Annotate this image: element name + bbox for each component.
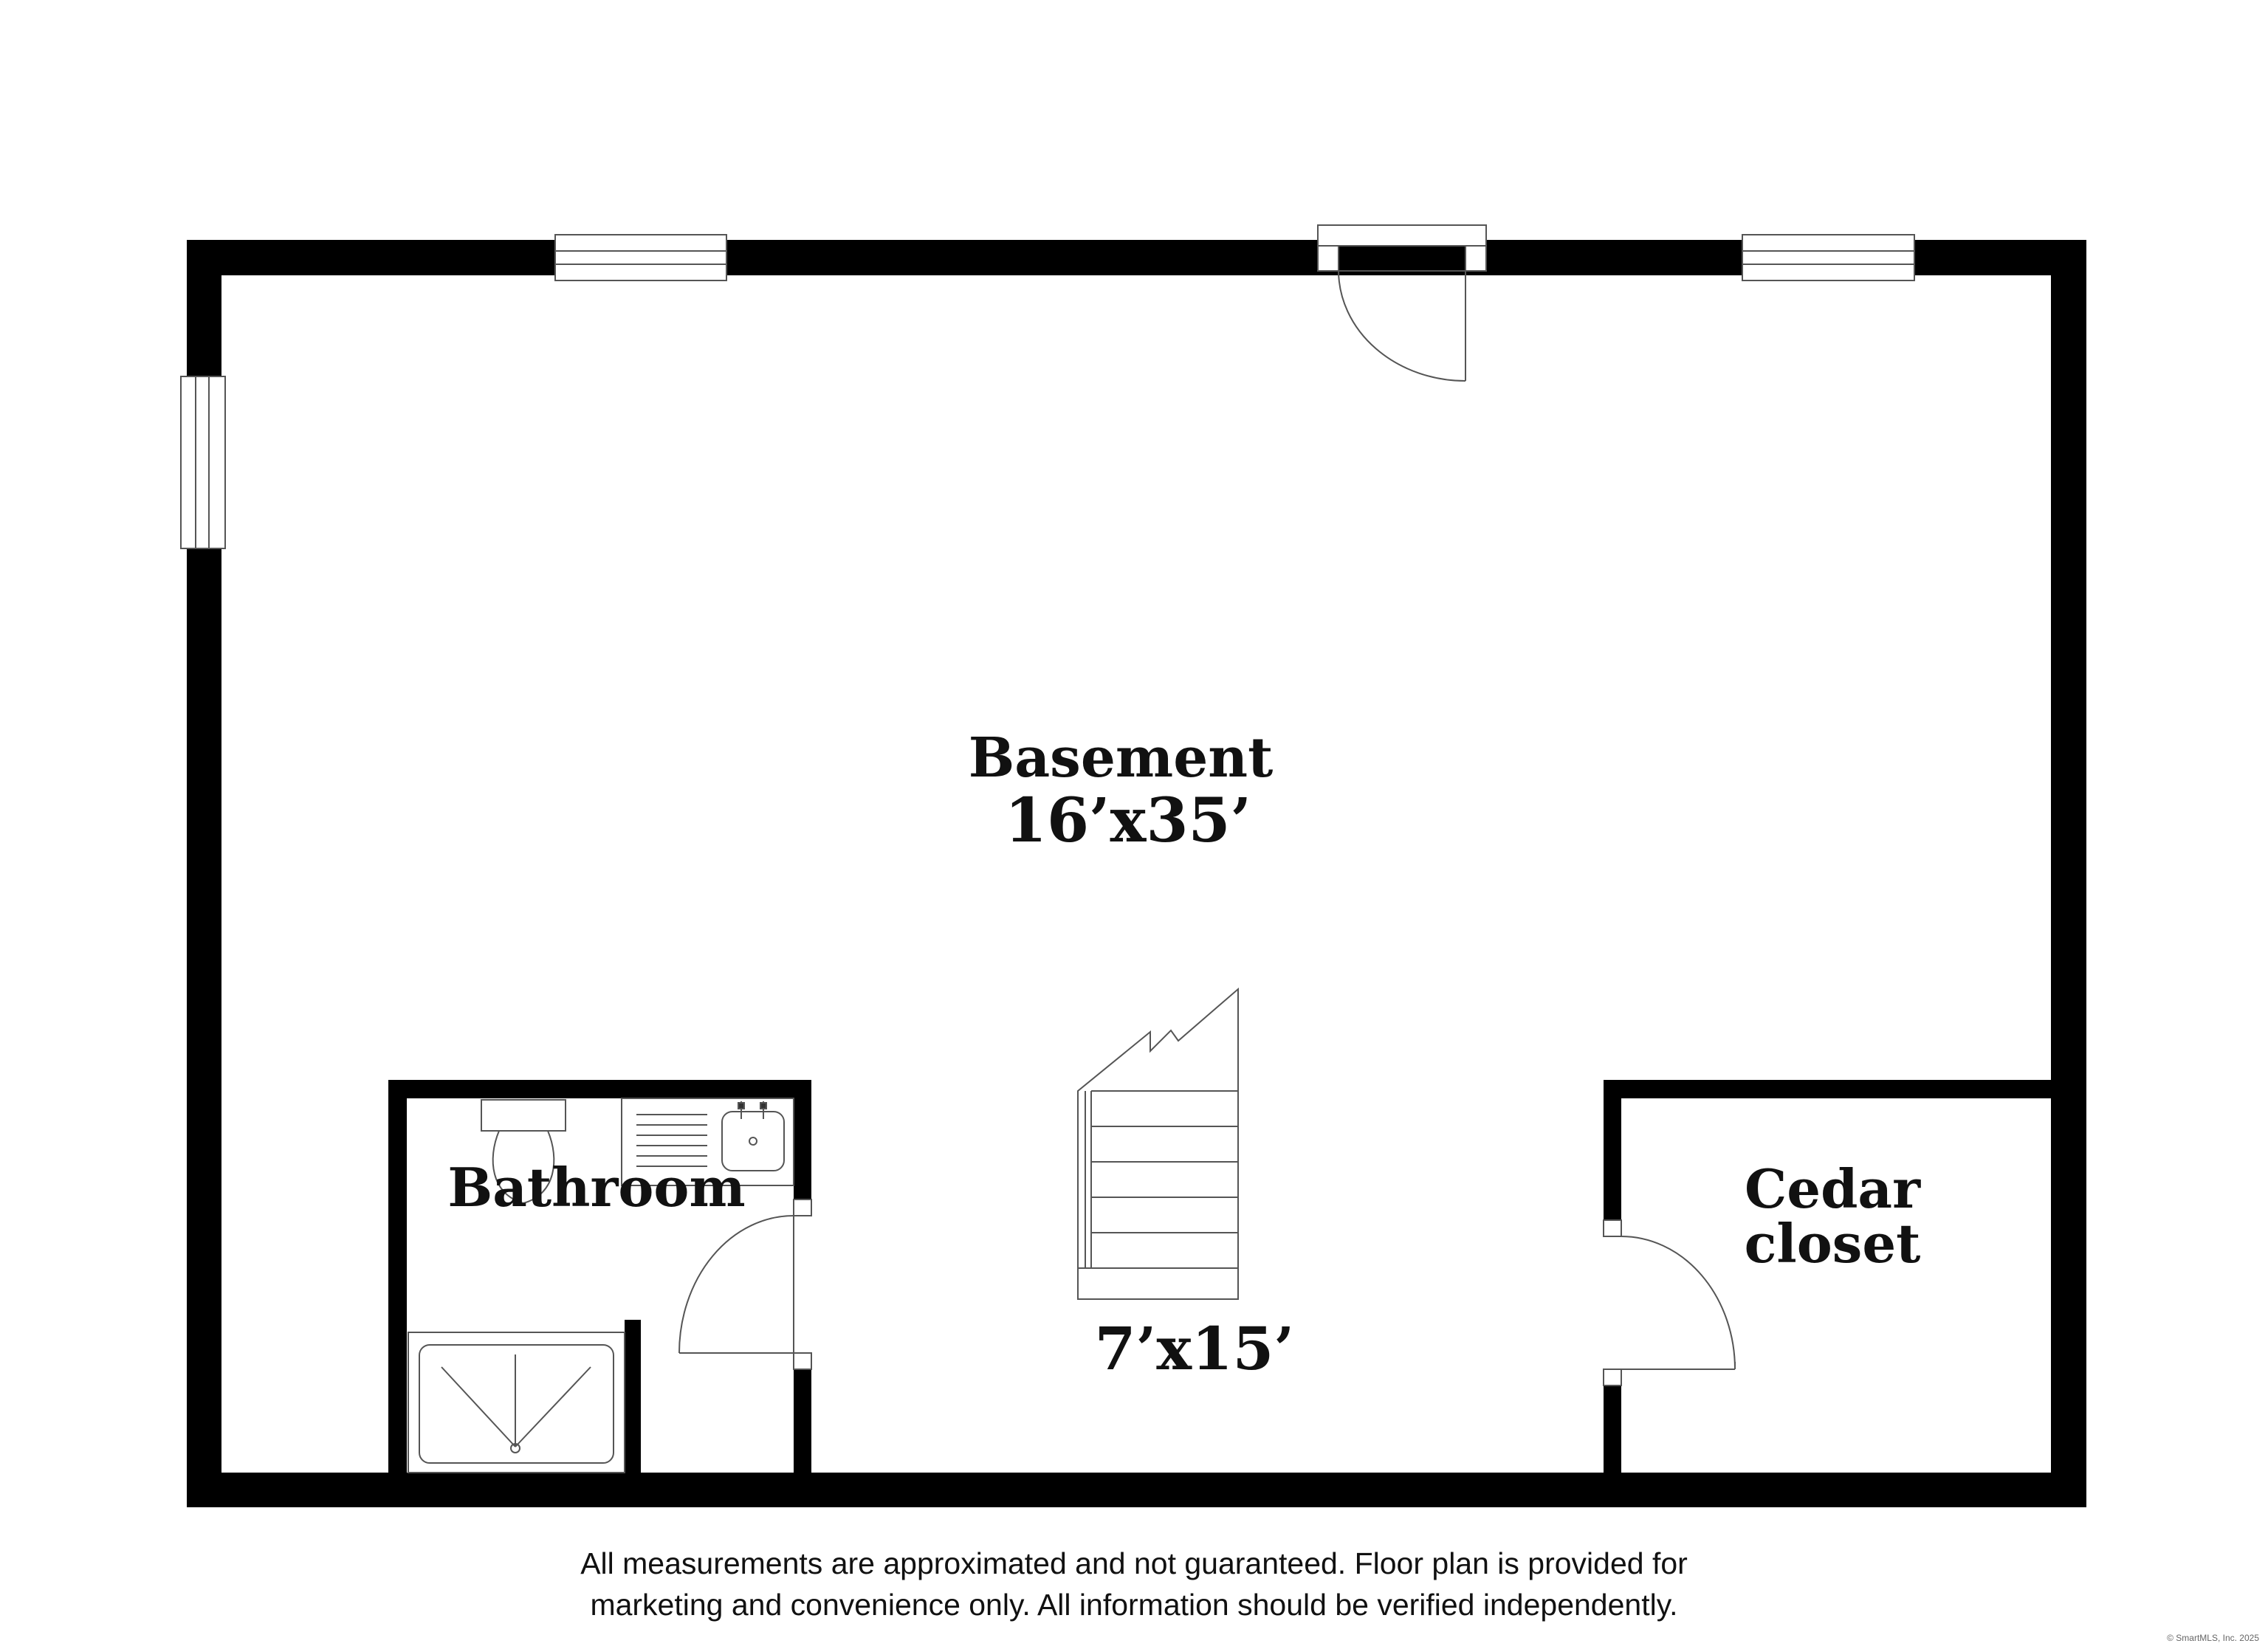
basement-label: Basement: [969, 726, 1274, 790]
cedar-closet-walls: [1604, 1080, 2051, 1473]
cedar-closet-label-line2: closet: [1745, 1212, 1921, 1275]
window-top-left: [554, 234, 727, 281]
copyright-notice: © SmartMLS, Inc. 2025: [2167, 1633, 2259, 1643]
disclaimer-line-1: All measurements are approximated and no…: [580, 1546, 1688, 1580]
cedar-closet-door: [1603, 1219, 1736, 1386]
cedar-closet-label-line1: Cedar: [1745, 1157, 1921, 1220]
entry-door: [1317, 224, 1487, 382]
window-top-right: [1742, 234, 1915, 281]
sink-icon: [621, 1098, 794, 1186]
bathroom-door: [678, 1199, 812, 1370]
disclaimer-line-2: marketing and convenience only. All info…: [590, 1588, 1678, 1622]
toilet-icon: [481, 1099, 566, 1205]
disclaimer: All measurements are approximated and no…: [248, 1543, 2020, 1625]
stairs-icon: [1077, 987, 1239, 1300]
bathroom-walls: [388, 1080, 811, 1473]
window-left: [180, 376, 226, 549]
basement-dimensions: 16’x35’: [1005, 785, 1251, 856]
stair-area-dimensions: 7’x15’: [1095, 1314, 1294, 1383]
bathroom-label: Bathroom: [447, 1156, 745, 1219]
shower-icon: [408, 1332, 625, 1473]
